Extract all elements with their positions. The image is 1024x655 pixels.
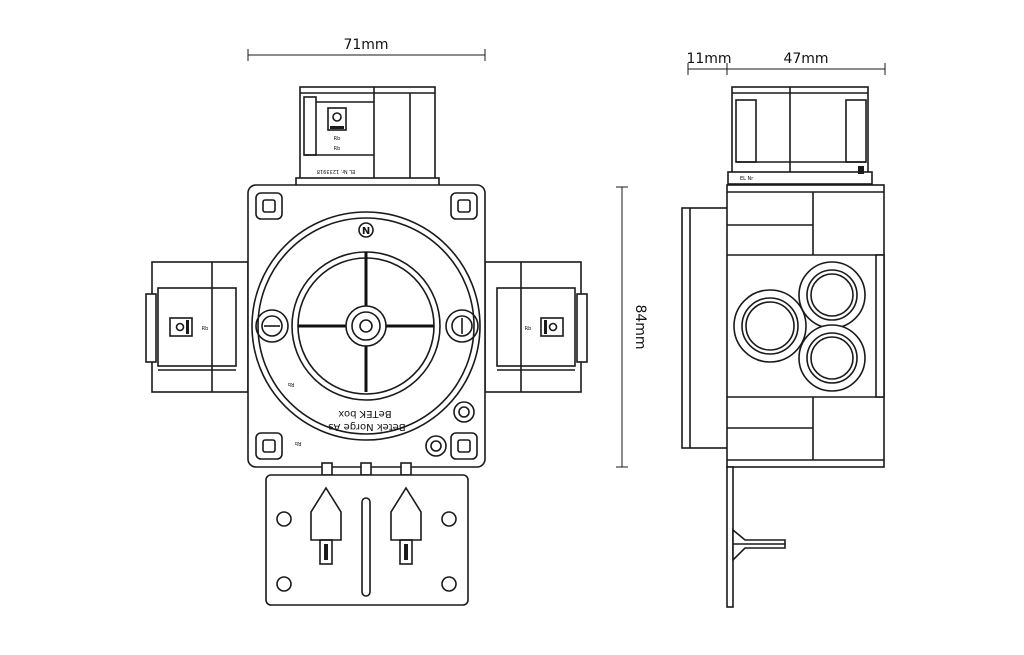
round-cover [251,211,481,441]
knockout-lower-right [798,324,866,392]
dimension-width-front: 71mm [247,37,486,61]
dimension-height: 84mm [616,186,648,468]
side-view: EL Nr [681,86,885,608]
dimension-height-label: 84mm [632,304,648,349]
right-connector-mark: Rb [525,326,532,332]
brand-line-1: Betek Norge As [328,421,405,432]
brand-line-2: BeTEK box [338,408,391,419]
cover-mark: Rb [288,381,295,387]
body-mark: Rb [295,440,302,446]
dimension-width-label: 71mm [343,37,388,53]
side-cover [681,207,729,449]
knob-right [445,309,479,343]
dimension-depth-side: 11mm 47mm [686,51,886,75]
side-top-connector: EL Nr [727,86,873,185]
north-letter: N [362,226,370,237]
left-connector: Rb [145,261,249,393]
side-connector-text: EL Nr [740,176,754,182]
corner-screw-tr [450,192,478,220]
knockout-upper-right [798,261,866,329]
corner-screw-bl [255,432,283,460]
side-bracket [726,466,786,608]
knockout-left [733,289,807,363]
corner-screw-br [450,432,478,460]
top-connector: Rb Rb EL Nr. 1233918 [295,86,440,189]
left-connector-mark: Rb [202,326,209,332]
top-connector-text: EL Nr. 1233918 [317,168,355,174]
dimension-depth-a-label: 11mm [686,51,731,67]
dimension-depth-b-label: 47mm [783,51,828,67]
mounting-bracket [265,474,469,606]
north-marker [358,222,374,238]
knob-small-bottom [425,435,447,457]
corner-screw-tl [255,192,283,220]
knob-left [255,309,289,343]
top-connector-mark: Rb [334,136,341,142]
knob-small-right [453,401,475,423]
front-view: Rb Rb EL Nr. 1233918 Rb R [145,86,588,606]
top-connector-mark-2: Rb [334,146,341,152]
right-connector: Rb [484,261,588,393]
